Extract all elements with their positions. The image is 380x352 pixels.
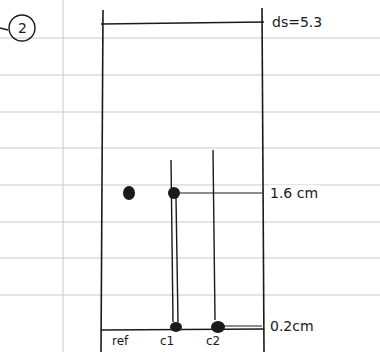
lane-label: c2 [204,334,222,348]
spot-trails [171,150,215,322]
dimension-label: 0.2cm [268,318,316,334]
number-circle [9,15,35,41]
tlc-spots [123,186,225,333]
pointer-arrow [0,28,8,30]
leader-lines [180,193,262,326]
dimension-label: ds=5.3 [270,14,324,30]
callout-number: 2 [16,20,29,36]
dimension-label: 1.6 cm [268,185,320,201]
plate-outline [101,8,264,352]
lane-label: ref [110,334,130,348]
lane-label: c1 [158,334,176,348]
